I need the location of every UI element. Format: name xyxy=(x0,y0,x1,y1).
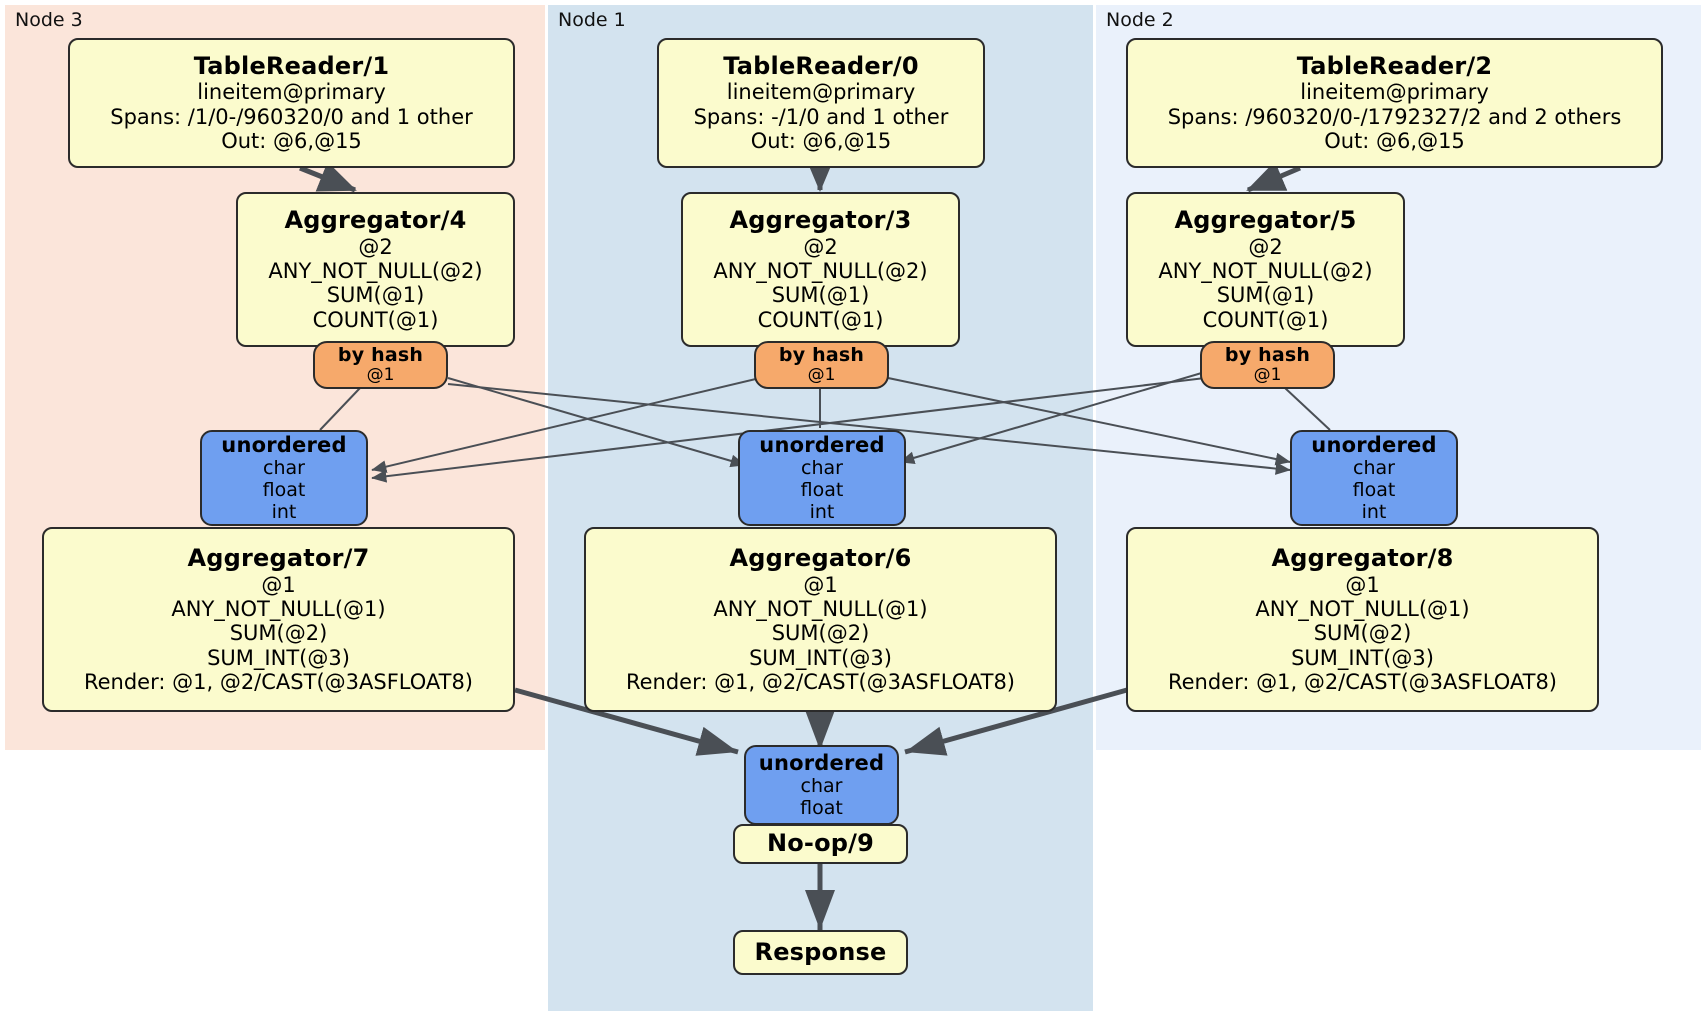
synchronizer-title: unordered xyxy=(1311,432,1437,457)
processor-detail: ANY_NOT_NULL(@1) xyxy=(713,596,928,621)
synchronizer-title: unordered xyxy=(759,432,885,457)
router-detail: @1 xyxy=(807,365,836,386)
processor-detail: @2 xyxy=(1248,234,1283,259)
processor-detail: SUM_INT(@3) xyxy=(749,645,892,670)
processor-detail: SUM(@2) xyxy=(771,621,870,646)
synchronizer-type: float xyxy=(1352,479,1396,502)
synchronizer-type: int xyxy=(1361,501,1387,524)
processor-title: Aggregator/8 xyxy=(1271,543,1454,572)
processor-title: Aggregator/5 xyxy=(1174,205,1357,234)
processor-detail: Spans: -/1/0 and 1 other xyxy=(693,104,949,129)
node-response[interactable]: Response xyxy=(733,930,908,975)
router-title: by hash xyxy=(337,344,424,367)
processor-aggregator-6[interactable]: Aggregator/6 @1 ANY_NOT_NULL(@1) SUM(@2)… xyxy=(584,527,1057,712)
router-by-hash-node1[interactable]: by hash @1 xyxy=(754,341,889,389)
synchronizer-type: float xyxy=(800,797,843,820)
processor-detail: SUM(@2) xyxy=(229,621,328,646)
processor-detail: SUM(@1) xyxy=(1216,283,1315,308)
processor-detail: lineitem@primary xyxy=(726,80,916,105)
synchronizer-unordered-node3[interactable]: unordered char float int xyxy=(200,430,368,526)
region-node-3-label: Node 3 xyxy=(15,9,83,31)
processor-detail: SUM(@2) xyxy=(1313,621,1412,646)
processor-detail: SUM_INT(@3) xyxy=(207,645,350,670)
synchronizer-type: char xyxy=(800,775,843,798)
synchronizer-type: char xyxy=(1353,457,1395,480)
processor-detail: @1 xyxy=(1345,572,1380,597)
processor-render: Render: @1, @2/CAST(@3ASFLOAT8) xyxy=(83,669,474,694)
processor-title: TableReader/2 xyxy=(1296,51,1493,80)
synchronizer-type: char xyxy=(263,457,305,480)
processor-detail: ANY_NOT_NULL(@2) xyxy=(268,259,483,284)
synchronizer-type: float xyxy=(800,479,844,502)
processor-detail: lineitem@primary xyxy=(1300,80,1489,105)
processor-detail: COUNT(@1) xyxy=(1202,307,1329,332)
processor-noop-9[interactable]: No-op/9 xyxy=(733,824,908,864)
processor-detail: @1 xyxy=(261,572,296,597)
router-title: by hash xyxy=(1224,344,1311,367)
synchronizer-title: unordered xyxy=(221,432,347,457)
processor-detail: ANY_NOT_NULL(@1) xyxy=(1255,596,1470,621)
processor-render: Render: @1, @2/CAST(@3ASFLOAT8) xyxy=(1167,669,1558,694)
processor-title: TableReader/1 xyxy=(193,51,390,80)
processor-detail: ANY_NOT_NULL(@2) xyxy=(713,259,928,284)
processor-title: No-op/9 xyxy=(766,829,875,858)
processor-aggregator-8[interactable]: Aggregator/8 @1 ANY_NOT_NULL(@1) SUM(@2)… xyxy=(1126,527,1599,712)
processor-detail: Out: @6,@15 xyxy=(221,129,362,154)
processor-tablereader-1[interactable]: TableReader/1 lineitem@primary Spans: /1… xyxy=(68,38,515,168)
synchronizer-title: unordered xyxy=(758,750,885,775)
processor-aggregator-3[interactable]: Aggregator/3 @2 ANY_NOT_NULL(@2) SUM(@1)… xyxy=(681,192,960,347)
processor-tablereader-0[interactable]: TableReader/0 lineitem@primary Spans: -/… xyxy=(657,38,985,168)
processor-aggregator-5[interactable]: Aggregator/5 @2 ANY_NOT_NULL(@2) SUM(@1)… xyxy=(1126,192,1405,347)
router-detail: @1 xyxy=(1253,365,1282,386)
processor-title: TableReader/0 xyxy=(723,51,919,80)
region-node-2-label: Node 2 xyxy=(1106,9,1174,31)
processor-detail: Spans: /1/0-/960320/0 and 1 other xyxy=(110,104,473,129)
processor-detail: @2 xyxy=(803,234,838,259)
processor-detail: ANY_NOT_NULL(@1) xyxy=(171,596,386,621)
processor-tablereader-2[interactable]: TableReader/2 lineitem@primary Spans: /9… xyxy=(1126,38,1663,168)
processor-detail: @2 xyxy=(358,234,393,259)
processor-detail: Spans: /960320/0-/1792327/2 and 2 others xyxy=(1167,104,1622,129)
processor-detail: ANY_NOT_NULL(@2) xyxy=(1158,259,1373,284)
synchronizer-unordered-final[interactable]: unordered char float xyxy=(744,745,899,825)
synchronizer-type: int xyxy=(271,501,297,524)
router-by-hash-node2[interactable]: by hash @1 xyxy=(1200,341,1335,389)
synchronizer-unordered-node1[interactable]: unordered char float int xyxy=(738,430,906,526)
processor-detail: lineitem@primary xyxy=(197,80,386,105)
processor-aggregator-4[interactable]: Aggregator/4 @2 ANY_NOT_NULL(@2) SUM(@1)… xyxy=(236,192,515,347)
processor-render: Render: @1, @2/CAST(@3ASFLOAT8) xyxy=(625,669,1016,694)
router-title: by hash xyxy=(778,344,865,367)
synchronizer-type: int xyxy=(809,501,835,524)
processor-title: Aggregator/7 xyxy=(187,543,370,572)
processor-detail: SUM_INT(@3) xyxy=(1291,645,1434,670)
router-by-hash-node3[interactable]: by hash @1 xyxy=(313,341,448,389)
processor-detail: SUM(@1) xyxy=(326,283,425,308)
processor-detail: Out: @6,@15 xyxy=(1324,129,1465,154)
processor-title: Aggregator/3 xyxy=(729,205,912,234)
response-title: Response xyxy=(754,937,887,966)
processor-title: Aggregator/4 xyxy=(284,205,467,234)
processor-detail: @1 xyxy=(803,572,838,597)
synchronizer-unordered-node2[interactable]: unordered char float int xyxy=(1290,430,1458,526)
processor-detail: COUNT(@1) xyxy=(757,307,884,332)
processor-aggregator-7[interactable]: Aggregator/7 @1 ANY_NOT_NULL(@1) SUM(@2)… xyxy=(42,527,515,712)
processor-detail: Out: @6,@15 xyxy=(750,129,892,154)
region-node-1-label: Node 1 xyxy=(558,9,626,31)
processor-detail: SUM(@1) xyxy=(771,283,870,308)
router-detail: @1 xyxy=(366,365,395,386)
processor-detail: COUNT(@1) xyxy=(312,307,439,332)
synchronizer-type: char xyxy=(801,457,843,480)
processor-title: Aggregator/6 xyxy=(729,543,912,572)
synchronizer-type: float xyxy=(262,479,306,502)
